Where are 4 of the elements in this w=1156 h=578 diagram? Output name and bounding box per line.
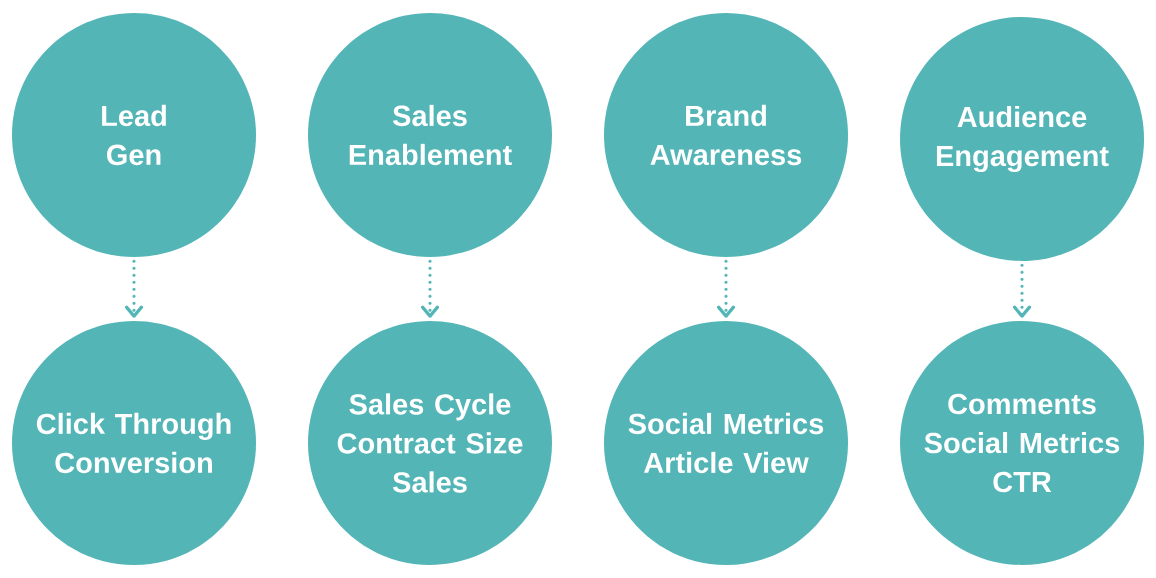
dotted-arrow: [420, 259, 440, 318]
dotted-arrow: [1012, 263, 1032, 318]
dotted-arrow: [716, 259, 736, 318]
dotted-arrow: [124, 259, 144, 318]
